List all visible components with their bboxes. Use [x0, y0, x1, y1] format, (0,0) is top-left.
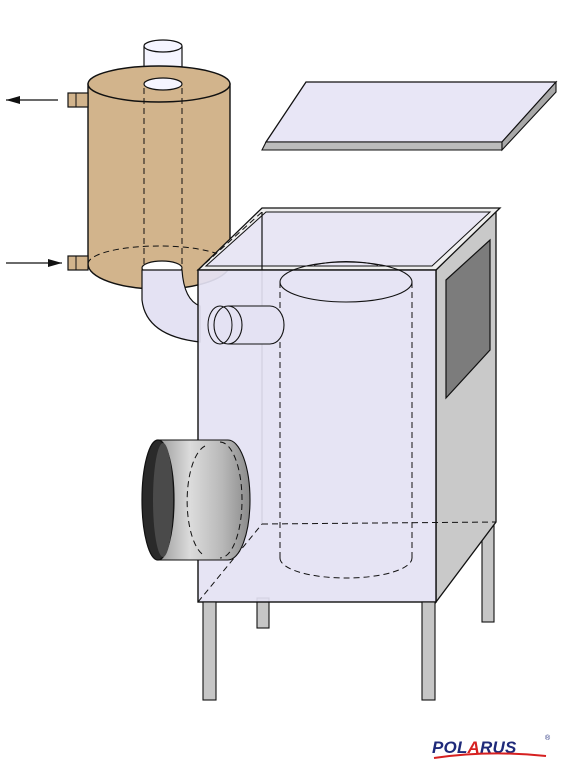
stove-body: [141, 207, 502, 604]
logo-text-pol: POL: [432, 738, 468, 757]
lid-right-edge: [501, 80, 557, 152]
tank-top-hole: [143, 77, 183, 91]
upper-pipe-collar: [207, 305, 285, 345]
tank-body: [87, 83, 231, 290]
stove-leg-front-left: [202, 601, 217, 701]
water-tank: [6, 39, 231, 290]
stove-top-opening: [204, 211, 492, 267]
stove-lid: [261, 80, 558, 152]
arrow-right-icon: [6, 259, 62, 267]
logo-text-a: A: [467, 738, 481, 757]
logo-wordmark: POLARUS: [432, 738, 517, 758]
logo-text-rus: RUS: [480, 738, 517, 757]
registered-mark: ®: [545, 735, 551, 742]
front-door-pipe: [141, 439, 251, 561]
stove-leg-front-right: [421, 601, 436, 701]
tank-outlet-nozzle: [67, 92, 89, 108]
stove-side-window: [445, 238, 491, 400]
arrow-left-icon: [6, 96, 58, 104]
tank-top-pipe-rim: [143, 39, 183, 53]
tank-inlet-nozzle: [67, 255, 89, 271]
logo-swoosh-icon: [433, 752, 547, 759]
lid-front-edge: [261, 141, 503, 151]
